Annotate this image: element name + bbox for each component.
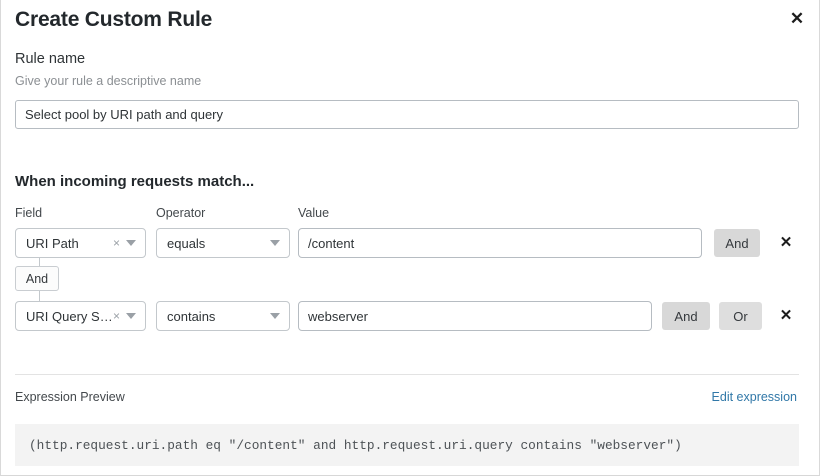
operator-select-1-value: equals	[167, 235, 206, 251]
value-input-2[interactable]	[298, 301, 652, 331]
operator-select-1[interactable]: equals	[156, 228, 290, 258]
operator-select-2[interactable]: contains	[156, 301, 290, 331]
expression-preview-label: Expression Preview	[15, 390, 125, 404]
connector-line-top	[39, 258, 40, 267]
expression-preview-text: (http.request.uri.path eq "/content" and…	[29, 437, 682, 453]
condition-connector: And	[1, 258, 121, 304]
column-header-operator: Operator	[156, 206, 206, 220]
chevron-down-icon[interactable]	[270, 240, 280, 246]
page-title: Create Custom Rule	[15, 8, 213, 31]
field-select-2[interactable]: URI Query St... ×	[15, 301, 146, 331]
chevron-down-icon[interactable]	[126, 240, 136, 246]
close-icon[interactable]: ✕	[785, 6, 809, 30]
column-header-field: Field	[15, 206, 43, 220]
operator-select-2-value: contains	[167, 308, 216, 324]
connector-and-badge[interactable]: And	[15, 266, 59, 291]
remove-condition-icon-2[interactable]: ✕	[775, 303, 797, 327]
or-button-2[interactable]: Or	[719, 302, 762, 330]
edit-expression-link[interactable]: Edit expression	[711, 390, 797, 404]
field-select-1[interactable]: URI Path ×	[15, 228, 146, 258]
rule-name-input[interactable]	[15, 100, 799, 129]
and-button-2[interactable]: And	[662, 302, 710, 330]
chevron-down-icon[interactable]	[126, 313, 136, 319]
column-header-value: Value	[298, 206, 330, 220]
condition-row: URI Query St... × contains And Or ✕	[1, 301, 820, 331]
rule-name-help-text: Give your rule a descriptive name	[15, 74, 202, 88]
chevron-down-icon[interactable]	[270, 313, 280, 319]
expression-preview-box: (http.request.uri.path eq "/content" and…	[15, 424, 799, 466]
rule-name-label: Rule name	[15, 51, 86, 67]
match-section-heading: When incoming requests match...	[15, 173, 255, 190]
section-divider	[15, 374, 799, 375]
field-select-1-value: URI Path	[26, 235, 79, 251]
field-select-2-value: URI Query St...	[26, 308, 113, 324]
condition-row: URI Path × equals And ✕	[1, 228, 820, 258]
connector-line-bottom	[39, 291, 40, 301]
clear-x-icon[interactable]: ×	[112, 236, 120, 250]
value-input-1[interactable]	[298, 228, 702, 258]
and-button-1[interactable]: And	[714, 229, 760, 257]
remove-condition-icon-1[interactable]: ✕	[775, 230, 797, 254]
clear-x-icon[interactable]: ×	[112, 309, 120, 323]
